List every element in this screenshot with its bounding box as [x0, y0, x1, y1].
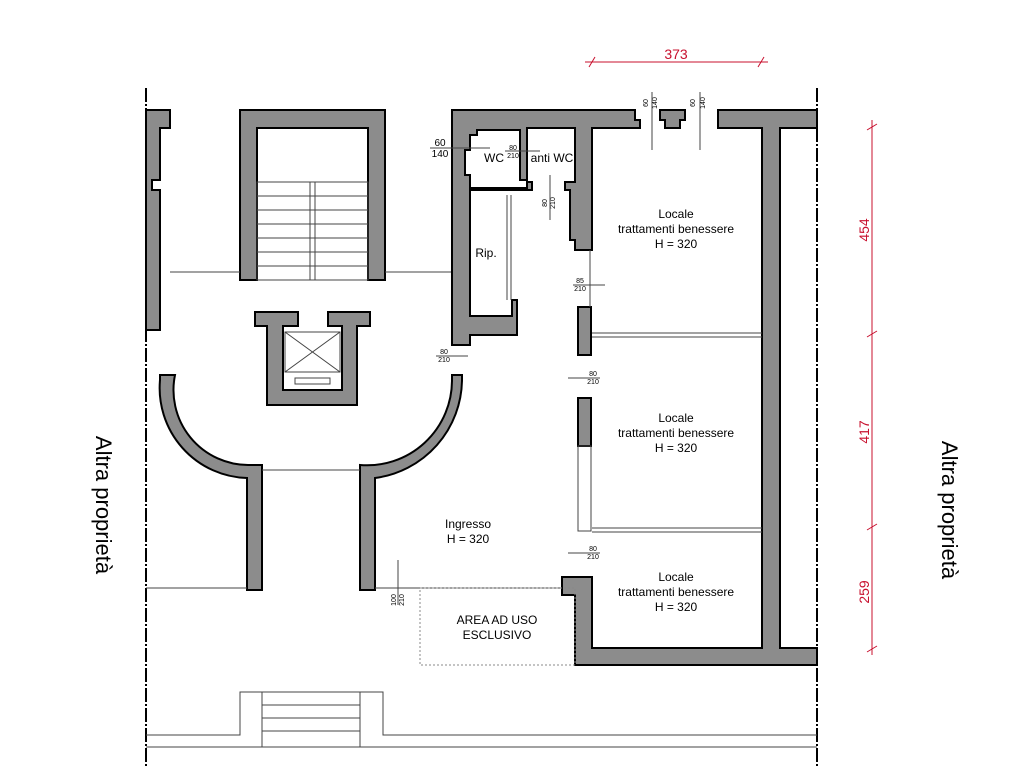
wall-hall-left: [158, 374, 263, 591]
room-locale-3-title: Locale: [658, 570, 694, 584]
svg-text:210: 210: [587, 379, 599, 386]
dimension-top: 373: [585, 46, 768, 68]
room-locale-1-title: Locale: [658, 207, 694, 221]
svg-text:80: 80: [440, 349, 448, 356]
room-ingresso-title: Ingresso: [445, 517, 491, 531]
svg-text:140: 140: [432, 149, 449, 160]
pier-2: [577, 397, 592, 447]
svg-text:140: 140: [652, 97, 659, 109]
svg-text:60: 60: [643, 99, 650, 107]
svg-text:454: 454: [856, 218, 872, 242]
room-locale-3-height: H = 320: [655, 600, 698, 614]
room-anti-wc: anti WC: [531, 151, 574, 165]
area-outline: [419, 587, 576, 666]
svg-text:100: 100: [391, 594, 398, 606]
area-label-1: AREA AD USO: [457, 613, 538, 627]
svg-text:60: 60: [434, 138, 446, 149]
svg-text:80: 80: [509, 145, 517, 152]
svg-text:80: 80: [542, 199, 549, 207]
label-altra-proprieta-left: Altra proprietà: [91, 436, 116, 575]
svg-text:210: 210: [438, 357, 450, 364]
wall-hall-lower: [359, 374, 463, 591]
svg-text:210: 210: [550, 197, 557, 209]
svg-text:80: 80: [589, 371, 597, 378]
wall-left: [145, 109, 171, 331]
svg-text:210: 210: [507, 153, 519, 160]
stairs: [256, 181, 369, 281]
entrance-steps: [146, 691, 817, 748]
svg-text:373: 373: [664, 46, 688, 62]
dimension-right: 454 417 259: [856, 120, 878, 655]
svg-text:210: 210: [574, 286, 586, 293]
area-label-2: ESCLUSIVO: [463, 628, 532, 642]
room-locale-2-height: H = 320: [655, 441, 698, 455]
room-wc: WC: [484, 151, 504, 165]
wall-wc-block: [451, 109, 641, 346]
svg-text:140: 140: [700, 97, 707, 109]
room-ingresso-height: H = 320: [447, 532, 490, 546]
room-rip: Rip.: [475, 246, 496, 260]
wall-top-pier: [659, 109, 686, 129]
room-locale-3-use: trattamenti benessere: [618, 585, 734, 599]
svg-text:80: 80: [589, 546, 597, 553]
room-locale-1-height: H = 320: [655, 237, 698, 251]
room-locale-1-use: trattamenti benessere: [618, 222, 734, 236]
svg-text:210: 210: [587, 554, 599, 561]
room-locale-2-title: Locale: [658, 411, 694, 425]
svg-text:417: 417: [856, 420, 872, 444]
elevator-shaft: [254, 311, 371, 406]
svg-text:259: 259: [856, 580, 872, 604]
elevator-cabin-icon: [284, 331, 341, 385]
svg-text:210: 210: [399, 594, 406, 606]
wall-stairwell: [239, 109, 386, 281]
svg-text:85: 85: [576, 278, 584, 285]
label-altra-proprieta-right: Altra proprietà: [937, 441, 962, 580]
pier-1: [577, 306, 592, 356]
svg-text:60: 60: [690, 99, 697, 107]
room-locale-2-use: trattamenti benessere: [618, 426, 734, 440]
